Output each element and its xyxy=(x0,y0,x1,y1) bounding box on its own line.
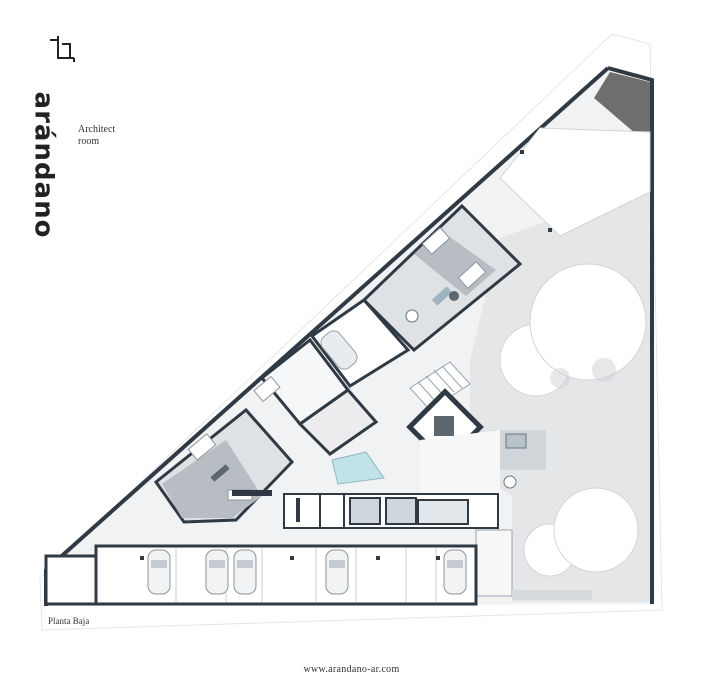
water-feature xyxy=(331,451,385,485)
brand-wordmark: arándano xyxy=(28,91,59,239)
website-link[interactable]: www.arandano-ar.com xyxy=(303,664,400,675)
trees xyxy=(499,263,647,577)
mid-rooms xyxy=(259,337,379,456)
project-line-1: Architect xyxy=(78,124,116,135)
parking-garage xyxy=(44,544,478,606)
project-label: Architect room xyxy=(78,124,115,148)
floor-label: Planta Baja xyxy=(48,616,90,626)
stairs xyxy=(409,361,471,411)
office-row xyxy=(283,493,499,529)
wall-segment xyxy=(296,498,300,522)
lobby xyxy=(420,430,546,500)
crop-frame-logo-icon xyxy=(50,36,75,62)
wall-segment xyxy=(232,490,272,496)
terrace-area xyxy=(499,127,651,237)
entrance-zone xyxy=(475,529,513,597)
project-line-2: room xyxy=(78,136,100,147)
site-outline xyxy=(39,33,663,631)
columns xyxy=(140,150,552,560)
apartment-upper xyxy=(361,203,523,353)
wood-deck xyxy=(594,72,650,134)
garage-bay xyxy=(309,298,411,388)
sidewalk-strip xyxy=(512,590,592,600)
car-windows xyxy=(151,560,463,568)
tree-shadows xyxy=(550,358,616,388)
